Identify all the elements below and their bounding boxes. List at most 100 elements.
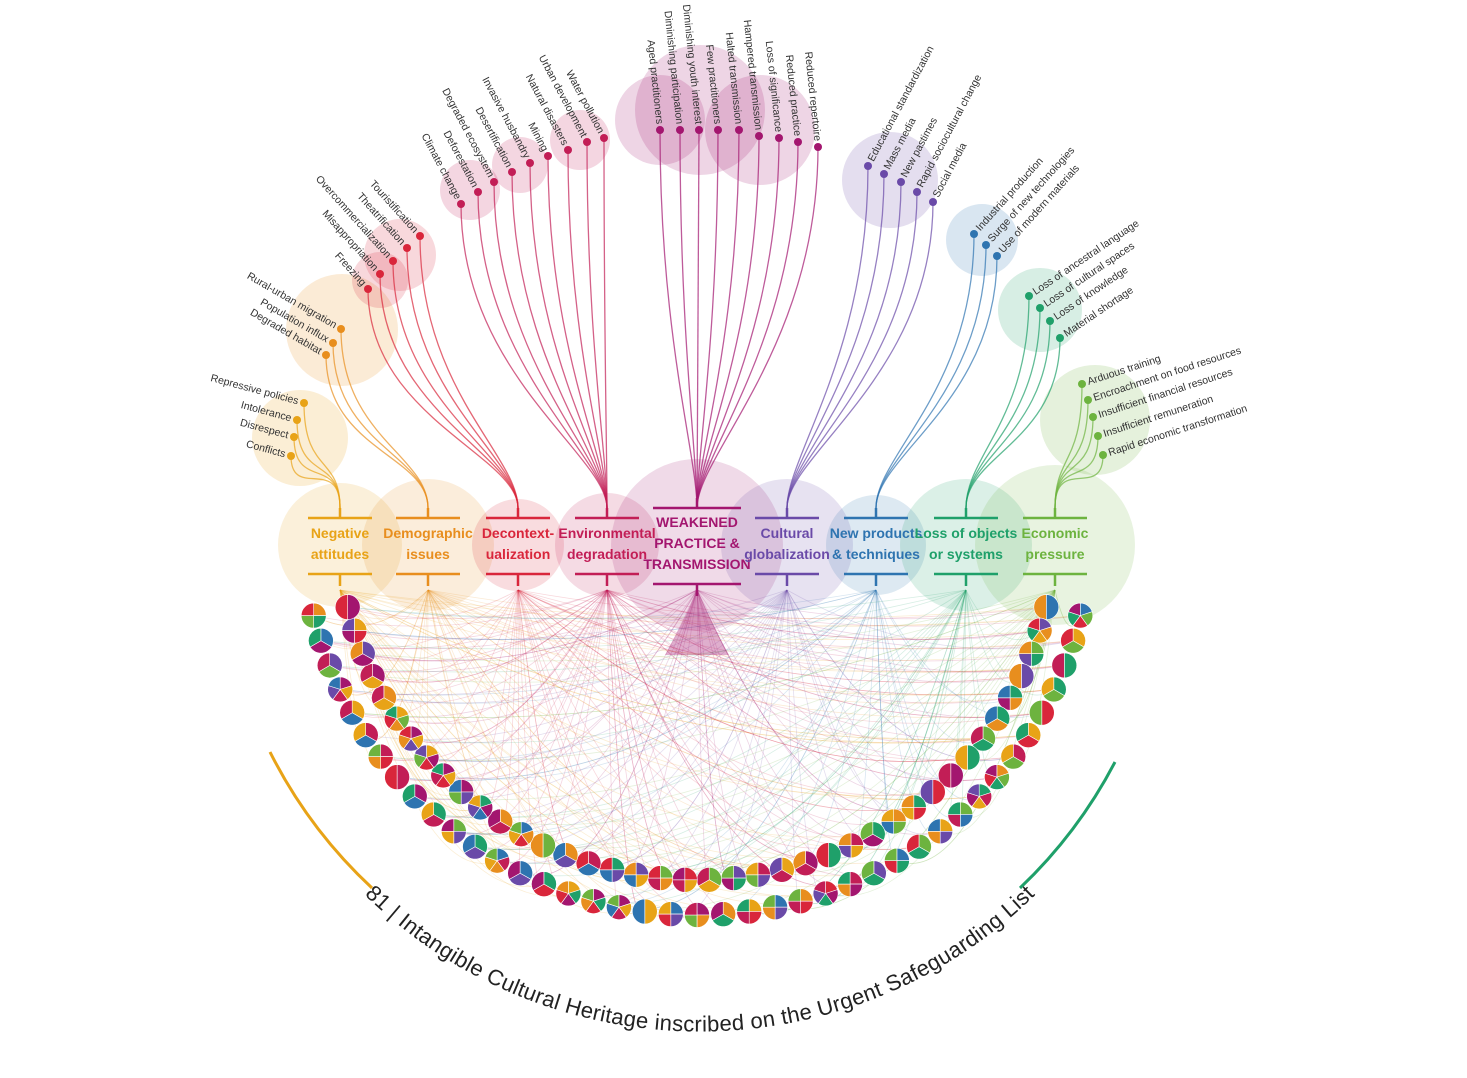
element-pie[interactable] — [684, 902, 710, 928]
element-pie[interactable] — [947, 801, 974, 828]
element-pie[interactable] — [837, 871, 863, 897]
pie-slice — [1018, 640, 1032, 654]
element-pie[interactable] — [327, 676, 353, 703]
element-pie[interactable] — [984, 764, 1010, 790]
element-pie[interactable] — [339, 699, 365, 726]
element-pie[interactable] — [448, 779, 475, 805]
category-dec[interactable]: Decontext-ualization — [482, 508, 555, 586]
sub-threat-dot — [676, 126, 684, 134]
element-pie[interactable] — [398, 725, 424, 752]
element-pie[interactable] — [531, 871, 557, 897]
element-pie[interactable] — [300, 602, 327, 629]
element-pie[interactable] — [920, 779, 946, 805]
element-pie[interactable] — [1026, 617, 1053, 644]
element-pie[interactable] — [334, 594, 361, 620]
element-pie[interactable] — [384, 705, 410, 732]
pie-slice — [696, 914, 710, 928]
element-pie[interactable] — [696, 866, 723, 893]
element-pie[interactable] — [440, 818, 467, 845]
element-pie[interactable] — [1060, 627, 1086, 654]
element-pie[interactable] — [552, 842, 579, 868]
element-pie[interactable] — [966, 783, 992, 810]
element-pie[interactable] — [462, 833, 488, 860]
element-pie[interactable] — [349, 640, 376, 667]
element-pie[interactable] — [762, 894, 788, 921]
element-pie[interactable] — [736, 898, 763, 925]
element-pie[interactable] — [970, 725, 996, 752]
element-pie[interactable] — [938, 762, 964, 789]
element-pie[interactable] — [906, 833, 932, 860]
sub-threat-dot — [322, 351, 330, 359]
element-pie[interactable] — [467, 794, 493, 821]
element-pie[interactable] — [606, 894, 632, 920]
element-pie[interactable] — [413, 744, 440, 771]
element-pie[interactable] — [861, 860, 887, 886]
element-pie[interactable] — [420, 801, 447, 828]
pie-slice — [1008, 663, 1022, 689]
element-pie[interactable] — [812, 880, 839, 907]
element-pie[interactable] — [1051, 652, 1078, 679]
element-pie[interactable] — [769, 856, 795, 883]
element-pie[interactable] — [1008, 663, 1035, 689]
element-pie[interactable] — [1000, 743, 1027, 770]
element-pie[interactable] — [580, 888, 607, 914]
element-pie[interactable] — [745, 861, 771, 888]
element-pie[interactable] — [632, 898, 658, 925]
element-pie[interactable] — [430, 762, 456, 789]
element-pie[interactable] — [657, 901, 684, 927]
element-pie[interactable] — [710, 901, 736, 927]
element-pie[interactable] — [720, 865, 747, 891]
element-pie[interactable] — [367, 743, 394, 770]
category-new[interactable]: New products& techniques — [830, 508, 923, 586]
element-pie[interactable] — [860, 821, 886, 847]
element-pie[interactable] — [647, 865, 674, 891]
element-pie[interactable] — [507, 860, 533, 886]
element-pie[interactable] — [1018, 640, 1045, 667]
element-pie[interactable] — [792, 850, 819, 876]
element-pie[interactable] — [384, 764, 410, 790]
element-pie[interactable] — [1067, 602, 1094, 629]
element-pie[interactable] — [1029, 699, 1055, 726]
element-pie[interactable] — [308, 627, 334, 654]
element-pie[interactable] — [623, 861, 649, 888]
element-pie[interactable] — [815, 842, 842, 868]
element-pie[interactable] — [1015, 722, 1042, 748]
pie-slice — [635, 861, 649, 876]
element-pie[interactable] — [997, 684, 1023, 711]
element-pie[interactable] — [880, 808, 907, 835]
element-pie[interactable] — [484, 847, 510, 874]
pie-slice — [440, 818, 455, 832]
element-pie[interactable] — [359, 663, 386, 689]
element-pie[interactable] — [371, 684, 397, 711]
element-pie[interactable] — [316, 652, 343, 679]
connection-line — [517, 589, 920, 850]
element-pie[interactable] — [575, 850, 602, 876]
connection-line — [339, 589, 1047, 620]
connection-line — [339, 589, 984, 744]
element-pie[interactable] — [555, 880, 582, 907]
element-pie[interactable] — [671, 866, 698, 893]
element-pie[interactable] — [1041, 676, 1067, 703]
connection-line — [517, 589, 968, 762]
element-pie[interactable] — [352, 722, 379, 748]
element-pie[interactable] — [954, 744, 981, 771]
element-pie[interactable] — [530, 832, 556, 859]
connection-line — [696, 589, 1047, 620]
element-pie[interactable] — [884, 847, 910, 874]
element-pie[interactable] — [341, 617, 368, 644]
element-pie[interactable] — [402, 783, 428, 810]
element-pie[interactable] — [787, 888, 814, 915]
element-pie[interactable] — [900, 794, 927, 821]
element-pie[interactable] — [927, 818, 954, 845]
element-pie[interactable] — [599, 856, 625, 883]
element-pie[interactable] — [838, 832, 864, 859]
element-pie[interactable] — [1033, 594, 1060, 620]
element-pie[interactable] — [984, 705, 1011, 732]
